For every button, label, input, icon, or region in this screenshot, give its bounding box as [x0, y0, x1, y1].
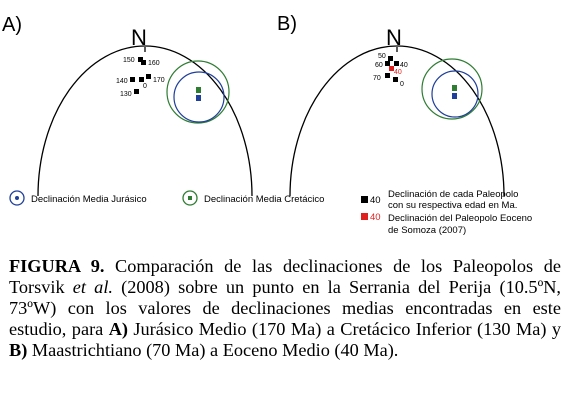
caption-etal: et al.	[72, 277, 113, 297]
legend-eocene-icon	[361, 213, 368, 220]
panel-b-eocene-pole	[389, 66, 394, 71]
caption-label: FIGURA 9.	[9, 256, 105, 276]
legend-pole-line1: Declinación de cada Paleopolo	[388, 189, 518, 200]
caption-text-2: (2008) sobre un punto en la Serrania del…	[9, 277, 562, 339]
panel-a-pole-label: 170	[153, 77, 165, 84]
panel-a-jurassic-circle	[173, 71, 225, 123]
panel-b-north-label: N	[386, 25, 402, 50]
legend-pole-icon	[361, 196, 368, 203]
panel-b: B) N 50 60 40 40 70 0	[277, 13, 505, 197]
panel-b-pole	[393, 77, 398, 82]
panel-b-pole	[385, 61, 390, 66]
legend-pole-line2: con su respectiva edad en Ma.	[388, 200, 517, 211]
legend-eocene-line1: Declinación del Paleopolo Eoceno	[388, 213, 532, 224]
panel-b-pole	[394, 61, 399, 66]
panel-a-cretaceous-mean	[196, 87, 201, 93]
caption-b: B)	[9, 340, 28, 360]
panel-a-pole	[139, 77, 144, 82]
panel-a-cretaceous-circle	[166, 60, 230, 124]
figure-caption: FIGURA 9. Comparación de las declinacion…	[9, 256, 561, 361]
panel-a-pole	[134, 89, 139, 94]
legend-cretaceous-label: Declinación Media Cretácico	[204, 194, 324, 205]
panel-b-pole-label: 0	[400, 81, 404, 88]
panel-a-pole	[141, 60, 146, 65]
panel-b-stereonet-arc	[289, 45, 505, 197]
panel-a-pole-label: 0	[143, 83, 147, 90]
panel-b-jurassic-mean	[452, 93, 457, 99]
panel-a-stereonet-arc	[37, 45, 253, 197]
panel-a-letter: A)	[2, 14, 22, 36]
panel-a-pole	[130, 77, 135, 82]
caption-a: A)	[108, 319, 128, 339]
panel-b-pole-label: 50	[378, 53, 386, 60]
panel-a-pole-label: 140	[116, 78, 128, 85]
caption-text-1: Comparación de las declinaciones de los …	[9, 256, 561, 297]
legend-pole-sample: 40	[370, 195, 381, 206]
caption-text-3: Jurásico Medio (170 Ma) a Cretácico Infe…	[128, 319, 561, 339]
panel-a-pole-label: 150	[123, 57, 135, 64]
panel-a: A) N 150 160 140 0 170 130	[2, 14, 253, 197]
legend-cretaceous-dot	[188, 196, 192, 200]
panel-b-letter: B)	[277, 13, 297, 35]
legend-eocene-sample: 40	[370, 212, 381, 223]
panel-a-pole	[146, 74, 151, 79]
panel-b-pole-label: 70	[373, 75, 381, 82]
legend-cretaceous-icon	[182, 190, 198, 206]
panel-b-pole-label: 60	[375, 62, 383, 69]
panel-a-pole-label: 130	[120, 91, 132, 98]
panel-a-north-label: N	[131, 25, 147, 50]
panel-b-jurassic-circle	[431, 70, 479, 118]
panel-b-pole	[388, 56, 393, 61]
stereonet-figure: A) N 150 160 140 0 170 130 B) N 50	[2, 13, 532, 236]
panel-b-eocene-pole-label: 40	[394, 69, 402, 76]
legend-jurassic-dot	[15, 196, 19, 200]
panel-b-cretaceous-mean	[452, 85, 457, 91]
panel-b-pole	[385, 73, 390, 78]
legend-jurassic-icon	[9, 190, 25, 206]
panel-b-pole-label: 40	[400, 62, 408, 69]
panel-a-pole-label: 160	[148, 60, 160, 67]
caption-text-4: Maastrichtiano (70 Ma) a Eoceno Medio (4…	[27, 340, 399, 360]
legend-jurassic-label: Declinación Media Jurásico	[31, 194, 147, 205]
legend: Declinación Media Jurásico Declinación M…	[9, 189, 532, 236]
panel-b-cretaceous-circle	[421, 58, 483, 120]
panel-a-jurassic-mean	[196, 95, 201, 101]
panel-a-pole	[138, 57, 143, 62]
legend-eocene-line2: de Somoza (2007)	[388, 225, 466, 236]
